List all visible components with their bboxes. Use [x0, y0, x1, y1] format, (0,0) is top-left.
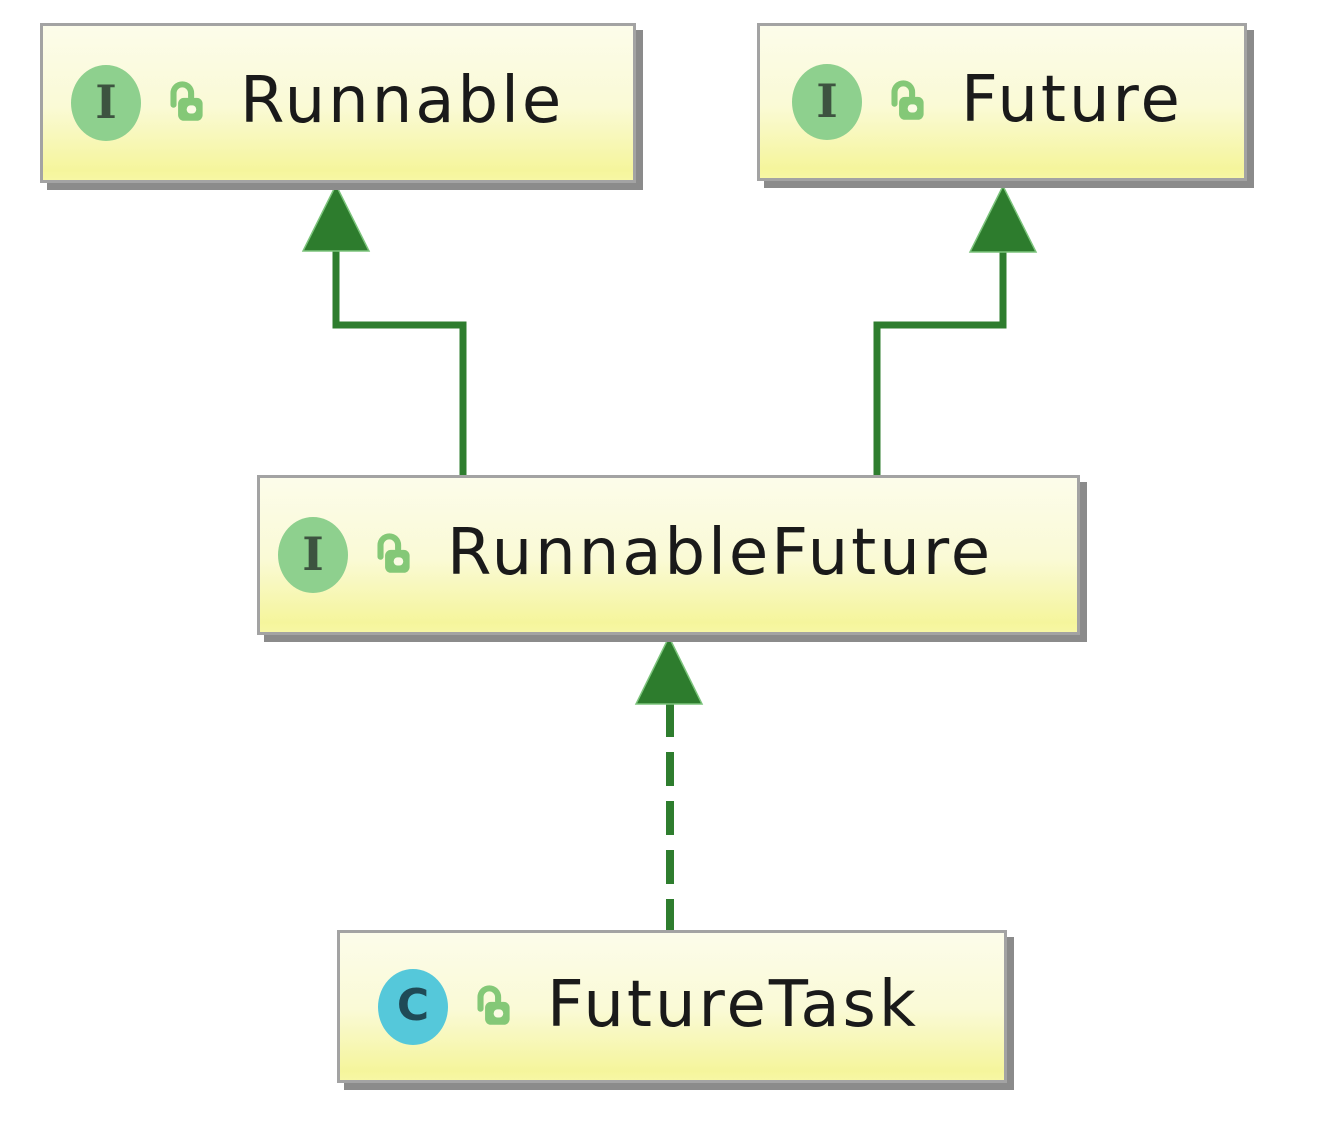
class-icon-letter: C — [396, 979, 430, 1031]
interface-icon: I — [278, 517, 348, 593]
edge-line — [873, 250, 1007, 477]
class-node-futuretask[interactable]: C FutureTask — [337, 930, 1007, 1083]
class-icon: C — [378, 968, 448, 1045]
interface-icon-letter: I — [95, 75, 117, 129]
interface-icon-letter: I — [302, 527, 324, 581]
interface-icon: I — [792, 64, 862, 140]
interface-icon-letter: I — [816, 74, 838, 128]
class-node-future[interactable]: I Future — [757, 23, 1247, 181]
unlocked-padlock-icon — [477, 984, 510, 1025]
class-name-label: FutureTask — [547, 967, 919, 1042]
class-name-label: Future — [961, 63, 1183, 137]
interface-icon: I — [71, 65, 141, 141]
extends-arrowhead-icon — [968, 184, 1038, 253]
edge-runnablefuture-extends-future — [873, 184, 1038, 477]
unlocked-padlock-icon — [170, 81, 203, 121]
unlocked-padlock-icon — [377, 533, 410, 573]
edge-line — [332, 249, 467, 477]
implements-arrowhead-icon — [634, 635, 704, 705]
class-name-label: RunnableFuture — [447, 516, 994, 590]
class-node-runnable[interactable]: I Runnable — [40, 23, 636, 183]
unlocked-padlock-icon — [891, 80, 924, 120]
extends-arrowhead-icon — [301, 183, 371, 252]
class-name-label: Runnable — [240, 64, 565, 138]
edge-runnablefuture-extends-runnable — [301, 183, 467, 477]
edge-futuretask-implements-runnablefuture — [634, 635, 704, 931]
class-node-runnablefuture[interactable]: I RunnableFuture — [257, 475, 1080, 635]
